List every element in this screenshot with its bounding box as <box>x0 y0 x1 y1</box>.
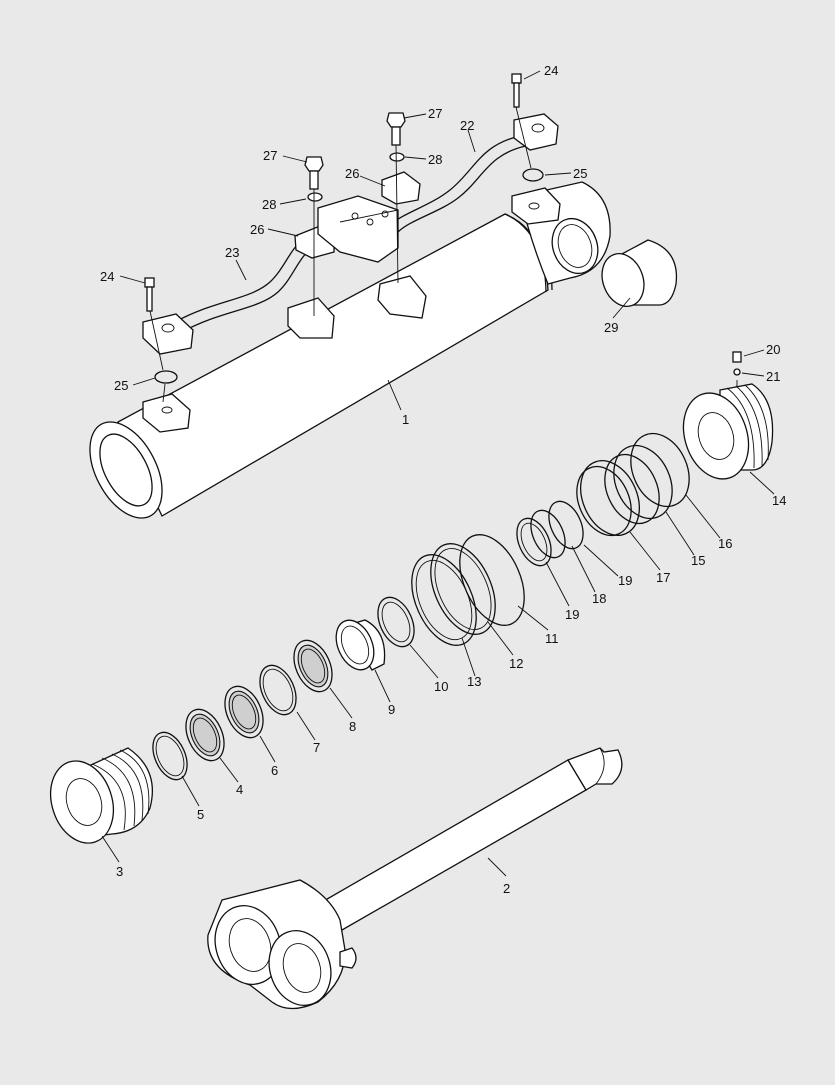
part-2-piston-rod <box>207 747 623 1010</box>
callout-29: 29 <box>604 320 618 335</box>
callout-4: 4 <box>236 782 243 797</box>
callout-20: 20 <box>766 342 780 357</box>
part-29-bushing <box>601 239 678 307</box>
callout-28-right: 28 <box>428 152 442 167</box>
callout-22: 22 <box>460 118 474 133</box>
callout-19-upper: 19 <box>618 573 632 588</box>
part-26-clamp-blocks <box>294 171 421 263</box>
callout-2: 2 <box>503 881 510 896</box>
callout-26-upper: 26 <box>345 166 359 181</box>
callout-17: 17 <box>656 570 670 585</box>
callout-14: 14 <box>772 493 786 508</box>
callout-25-right: 25 <box>573 166 587 181</box>
part-22-upper-pipe <box>389 113 561 233</box>
rings-4-10 <box>152 596 415 781</box>
callout-3: 3 <box>116 864 123 879</box>
callout-11: 11 <box>545 631 559 646</box>
callout-15: 15 <box>691 553 705 568</box>
callout-1: 1 <box>402 412 409 427</box>
callout-9: 9 <box>388 702 395 717</box>
callout-24-top: 24 <box>544 63 558 78</box>
callout-16: 16 <box>718 536 732 551</box>
part-25-o-rings <box>154 168 544 384</box>
callout-6: 6 <box>271 763 278 778</box>
callout-21: 21 <box>766 369 780 384</box>
assembly-lines <box>149 106 738 403</box>
callout-5: 5 <box>197 807 204 822</box>
callout-18: 18 <box>592 591 606 606</box>
callout-28-left: 28 <box>262 197 276 212</box>
callout-labels: 1 2 3 4 5 6 7 8 9 10 11 12 13 14 15 16 1… <box>100 63 786 896</box>
part-23-lower-pipe <box>142 237 313 355</box>
callout-12: 12 <box>509 656 523 671</box>
callout-leaders <box>101 70 775 877</box>
callout-27-left: 27 <box>263 148 277 163</box>
seal-rings-15-19 <box>516 432 690 567</box>
piston-seals-11-13 <box>411 534 525 646</box>
callout-25-left: 25 <box>114 378 128 393</box>
part-1-cylinder-tube <box>89 181 611 519</box>
callout-19-lower: 19 <box>565 607 579 622</box>
callout-27-right: 27 <box>428 106 442 121</box>
callout-7: 7 <box>313 740 320 755</box>
part-14-cylinder-head <box>682 351 774 480</box>
part-3-piston <box>50 747 154 844</box>
callout-24-left: 24 <box>100 269 114 284</box>
bolts-and-washers <box>144 73 522 312</box>
callout-13: 13 <box>467 674 481 689</box>
callout-8: 8 <box>349 719 356 734</box>
callout-26-lower: 26 <box>250 222 264 237</box>
callout-23: 23 <box>225 245 239 260</box>
callout-10: 10 <box>434 679 448 694</box>
